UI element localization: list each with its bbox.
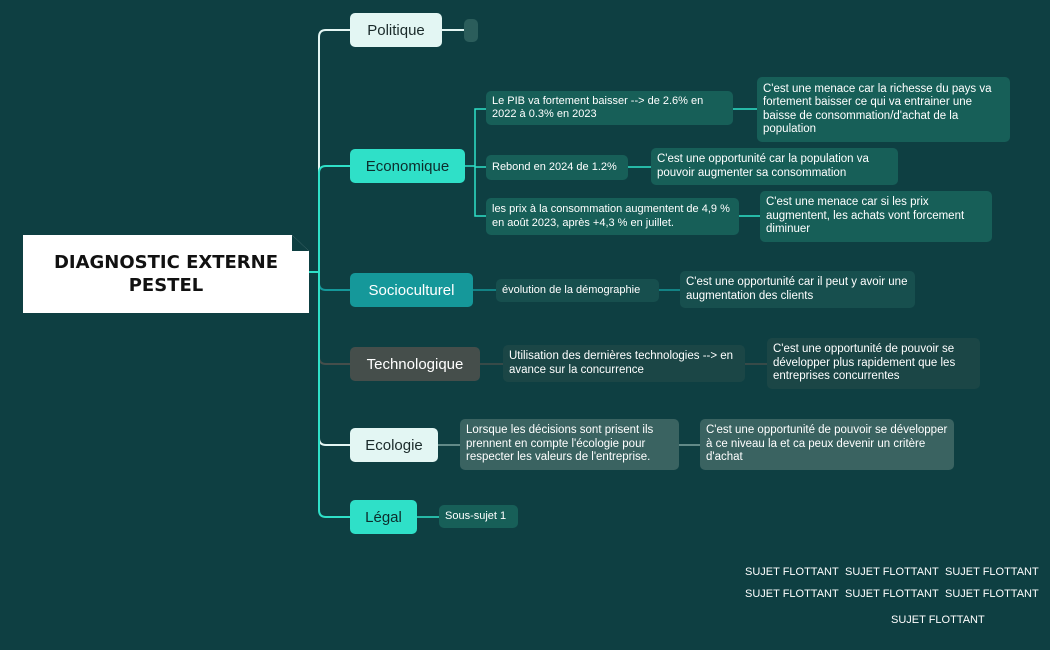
branch-label: Technologique [366, 355, 464, 373]
branch-label: Economique [365, 157, 450, 175]
floating-topic[interactable]: SUJET FLOTTANT [945, 566, 1039, 578]
branch-politique[interactable]: Politique [350, 13, 442, 47]
branch-label: Ecologie [365, 436, 423, 454]
branch-socioculturel[interactable]: Socioculturel [350, 273, 473, 307]
subtopic-sous-sujet[interactable]: Sous-sujet 1 [439, 505, 518, 528]
floating-topic[interactable]: SUJET FLOTTANT [891, 614, 985, 626]
floating-topic[interactable]: SUJET FLOTTANT [745, 566, 839, 578]
subtopic-pib[interactable]: Le PIB va fortement baisser --> de 2.6% … [486, 91, 733, 125]
subtopic-decisions[interactable]: Lorsque les décisions sont prisent ils p… [460, 419, 679, 470]
floating-topic[interactable]: SUJET FLOTTANT [845, 566, 939, 578]
floating-topic[interactable]: SUJET FLOTTANT [745, 588, 839, 600]
branch-label: Politique [367, 21, 425, 39]
branch-ecologie[interactable]: Ecologie [350, 428, 438, 462]
branch-economique[interactable]: Economique [350, 149, 465, 183]
central-title-line1: DIAGNOSTIC EXTERNE [53, 252, 279, 273]
central-title-line2: PESTEL [128, 275, 204, 296]
note-rebond[interactable]: C'est une opportunité car la population … [651, 148, 898, 185]
branch-label: Légal [365, 508, 402, 526]
subtopic-prix[interactable]: les prix à la consommation augmentent de… [486, 198, 739, 235]
subtopic-technologies[interactable]: Utilisation des dernières technologies -… [503, 345, 745, 382]
branch-technologique[interactable]: Technologique [350, 347, 480, 381]
note-technologies[interactable]: C'est une opportunité de pouvoir se déve… [767, 338, 980, 389]
note-ecologie[interactable]: C'est une opportunité de pouvoir se déve… [700, 419, 954, 470]
floating-topic[interactable]: SUJET FLOTTANT [845, 588, 939, 600]
note-pib[interactable]: C'est une menace car la richesse du pays… [757, 77, 1010, 142]
subtopic-demographie[interactable]: évolution de la démographie [496, 279, 659, 302]
floating-topic[interactable]: SUJET FLOTTANT [945, 588, 1039, 600]
empty-subtopic[interactable] [464, 19, 478, 42]
note-prix[interactable]: C'est une menace car si les prix augment… [760, 191, 992, 242]
subtopic-rebond[interactable]: Rebond en 2024 de 1.2% [486, 155, 628, 180]
branch-legal[interactable]: Légal [350, 500, 417, 534]
note-demographie[interactable]: C'est une opportunité car il peut y avoi… [680, 271, 915, 308]
branch-label: Socioculturel [368, 281, 455, 299]
